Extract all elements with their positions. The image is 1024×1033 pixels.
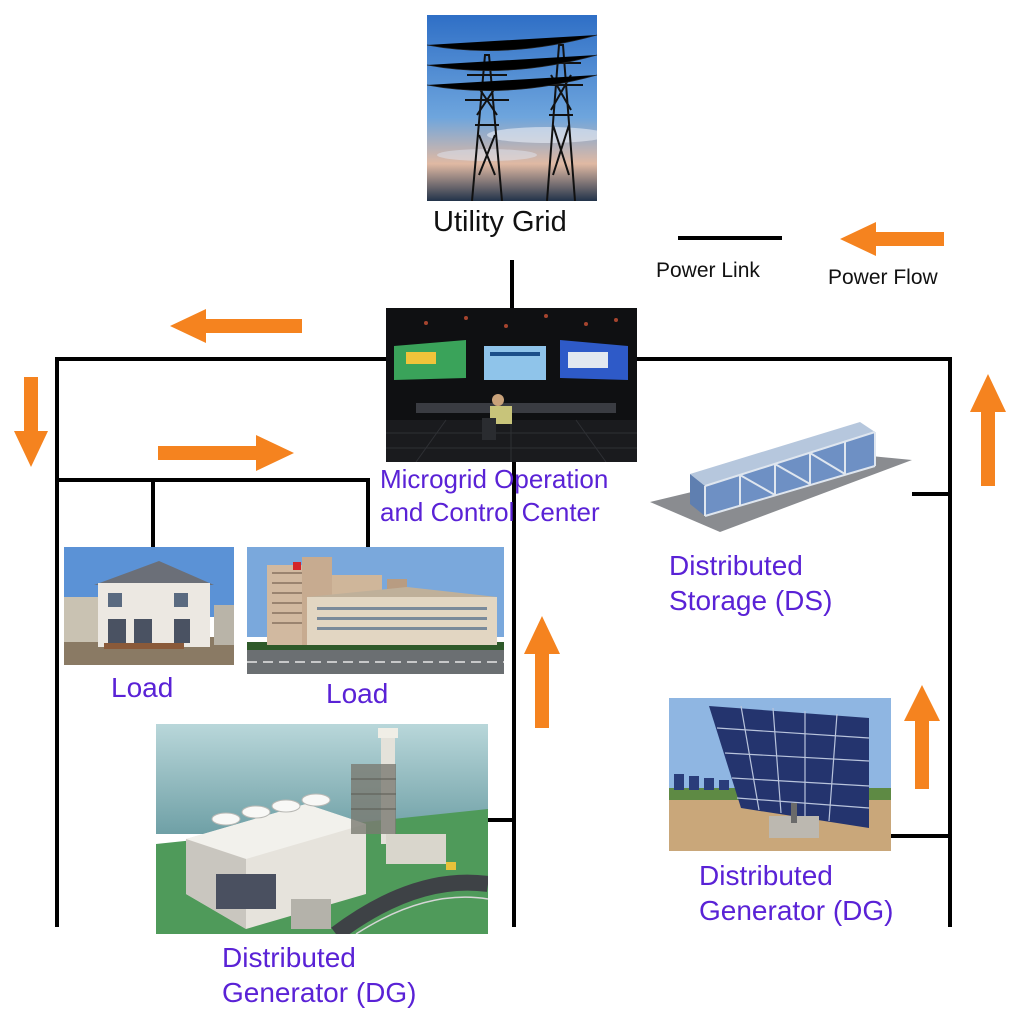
flow-arrow-up-solar-dg <box>904 685 940 789</box>
gas-dg-label-line1: Distributed <box>222 942 356 973</box>
gas-dg-label-line2: Generator (DG) <box>222 977 417 1008</box>
house-photo <box>64 547 234 665</box>
hospital-building-photo <box>247 547 504 674</box>
utility-grid-label: Utility Grid <box>433 206 567 238</box>
storage-label-line2: Storage (DS) <box>669 585 833 616</box>
gas-power-plant-photo <box>156 724 488 934</box>
house-load-label: Load <box>111 672 174 703</box>
gas-dg-label: Distributed Generator (DG) <box>222 940 417 1010</box>
control-center-label: Microgrid Operation and Control Center <box>380 463 608 528</box>
flow-arrow-right-loads <box>158 435 294 471</box>
control-room-photo <box>386 308 637 462</box>
transmission-tower-photo <box>427 15 597 201</box>
flow-arrow-left-top <box>170 309 302 343</box>
battery-container-photo <box>650 404 912 532</box>
legend-power-flow-label: Power Flow <box>828 266 938 289</box>
flow-arrow-down-left <box>14 377 48 467</box>
hospital-load-label: Load <box>326 678 389 709</box>
legend-power-flow-arrow <box>840 222 944 256</box>
storage-label: Distributed Storage (DS) <box>669 548 832 618</box>
solar-panel-array-photo <box>669 698 891 851</box>
solar-dg-label-line2: Generator (DG) <box>699 895 894 926</box>
control-center-label-line2: and Control Center <box>380 496 600 527</box>
storage-label-line1: Distributed <box>669 550 803 581</box>
flow-arrow-up-right-bus <box>970 374 1006 486</box>
solar-dg-label: Distributed Generator (DG) <box>699 858 894 928</box>
control-center-label-line1: Microgrid Operation <box>380 464 609 494</box>
flow-arrow-up-gas-dg <box>524 616 560 728</box>
legend-power-link-label: Power Link <box>656 259 760 282</box>
solar-dg-label-line1: Distributed <box>699 860 833 891</box>
